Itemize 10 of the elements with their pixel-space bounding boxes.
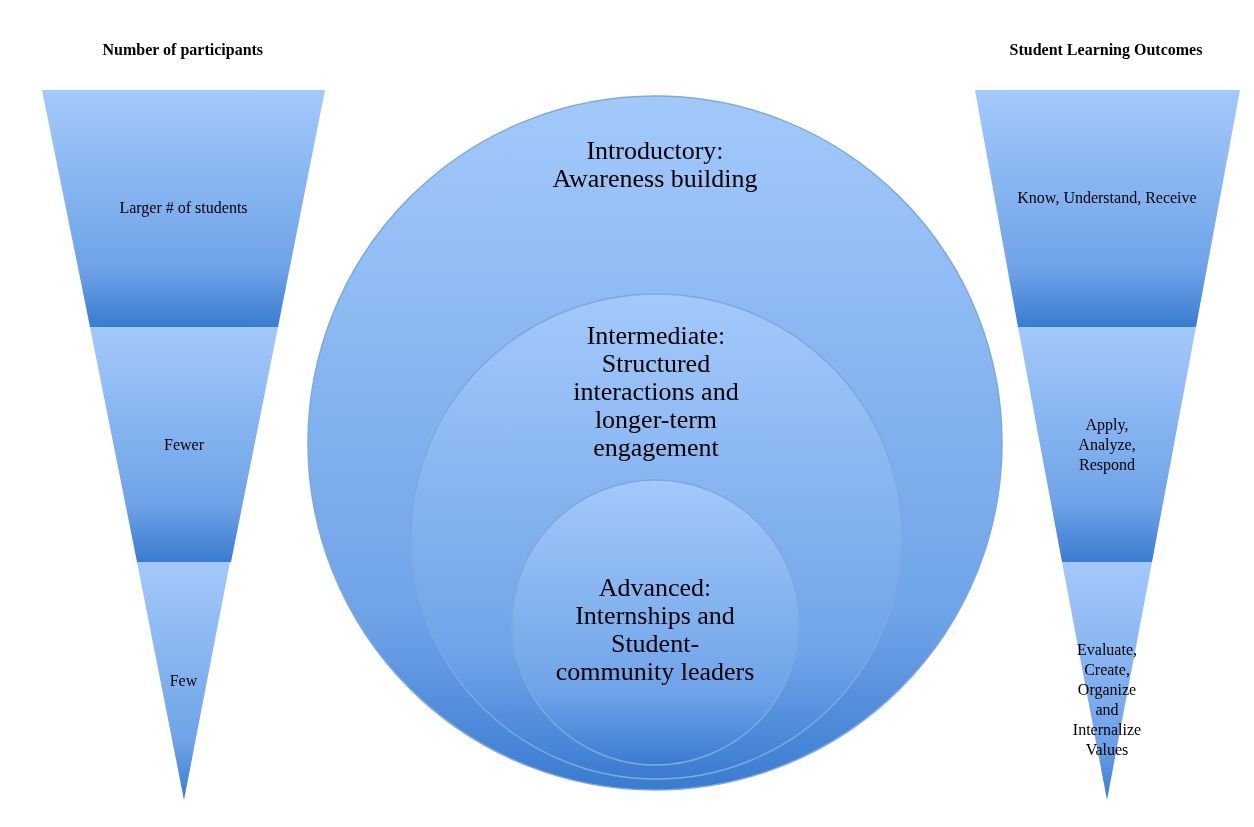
column-heading: Student Learning Outcomes — [1009, 41, 1203, 59]
segment-label: Know, Understand, Receive — [1017, 188, 1197, 208]
circle-label: Introductory: Awareness building — [551, 137, 759, 193]
circle-label: Advanced: Internships and Student-community leaders — [555, 574, 755, 686]
column-heading: Number of participants — [102, 41, 264, 59]
segment-label: Fewer — [163, 435, 205, 455]
segment-label: Apply, Analyze, Respond — [1077, 415, 1137, 475]
segment-label: Larger # of students — [118, 198, 249, 218]
circle-label: Intermediate: Structured interactions and longer-term engagement — [572, 322, 740, 462]
segment-label: Few — [168, 671, 199, 691]
